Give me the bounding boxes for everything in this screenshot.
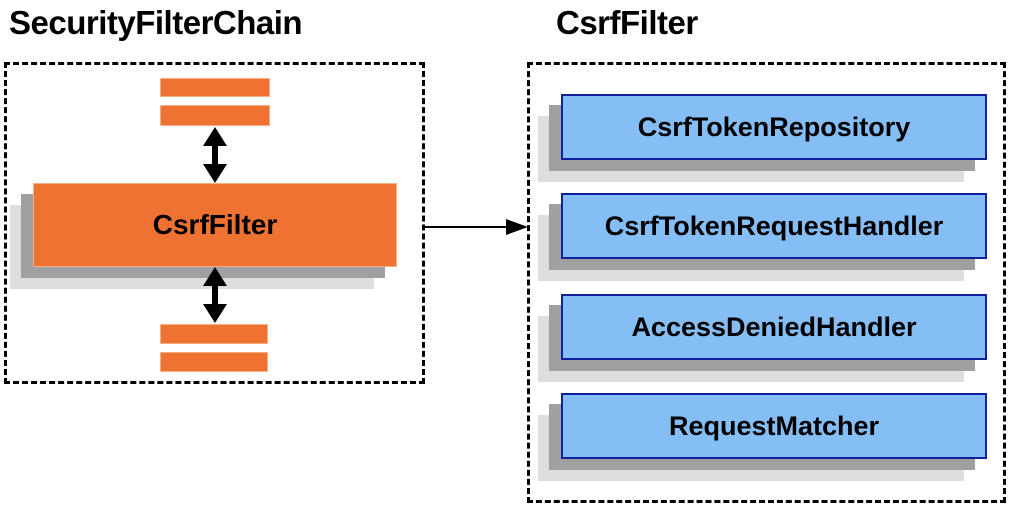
- csrf-filter-box-label: CsrfFilter: [152, 209, 278, 240]
- filter-placeholder-bar: [160, 352, 268, 372]
- arrow-head-up-icon: [203, 267, 227, 286]
- arrow-head-up-icon: [203, 127, 227, 146]
- csrf-filter-box: CsrfFilter: [33, 183, 397, 267]
- arrow-head-down-icon: [203, 304, 227, 323]
- bidirectional-arrow-icon: [203, 127, 227, 183]
- bidirectional-arrow-icon: [203, 267, 227, 323]
- component-box-label: CsrfTokenRequestHandler: [604, 210, 944, 241]
- component-box-csrf-token-repository: CsrfTokenRepository: [561, 94, 987, 160]
- arrow-head-down-icon: [203, 164, 227, 183]
- right-panel-title: CsrfFilter: [556, 4, 698, 41]
- arrow-shaft: [212, 146, 218, 164]
- component-box-label: CsrfTokenRepository: [637, 111, 911, 142]
- arrow-shaft: [424, 226, 510, 228]
- left-panel-title: SecurityFilterChain: [9, 4, 303, 41]
- component-box-request-matcher: RequestMatcher: [561, 393, 987, 459]
- arrow-head-right-icon: [506, 219, 528, 235]
- security-filter-chain-panel: [4, 62, 425, 384]
- filter-placeholder-bar: [160, 105, 270, 126]
- component-box-label: RequestMatcher: [668, 410, 880, 441]
- filter-placeholder-bar: [160, 324, 268, 344]
- csrf-filter-panel: [527, 62, 1006, 503]
- component-box-access-denied-handler: AccessDeniedHandler: [561, 294, 987, 360]
- filter-placeholder-bar: [160, 78, 270, 97]
- arrow-shaft: [212, 286, 218, 304]
- component-box-label: AccessDeniedHandler: [631, 311, 917, 342]
- flow-arrow-icon: [424, 219, 528, 235]
- component-box-csrf-token-request-handler: CsrfTokenRequestHandler: [561, 193, 987, 259]
